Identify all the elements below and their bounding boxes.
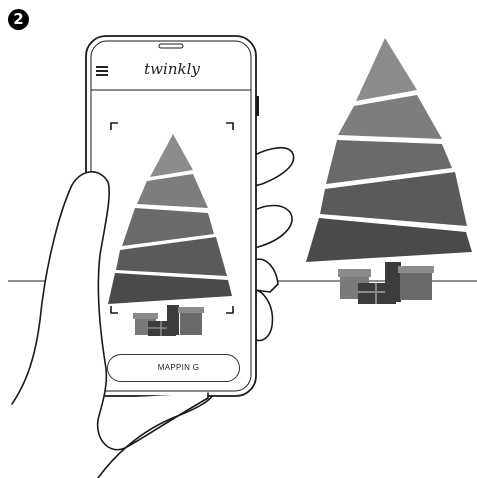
- real-tree: [306, 38, 472, 262]
- app-brand-logo: twinkly: [132, 60, 212, 78]
- real-tree-tier-1: [356, 38, 417, 101]
- finger-2: [252, 206, 292, 249]
- real-gifts: [338, 262, 434, 304]
- finger-3: [255, 259, 278, 292]
- real-gift-4-lid: [398, 266, 434, 273]
- real-tree-tier-5: [306, 218, 472, 262]
- real-tree-tier-2: [338, 95, 442, 139]
- side-button: [256, 96, 259, 116]
- step-number-badge: 2: [8, 9, 29, 30]
- mapping-button[interactable]: MAPPIN G: [107, 354, 240, 382]
- menu-icon[interactable]: [96, 66, 108, 75]
- real-gift-4: [400, 273, 432, 300]
- real-gift-1-lid: [338, 269, 371, 277]
- finger-4: [255, 290, 272, 340]
